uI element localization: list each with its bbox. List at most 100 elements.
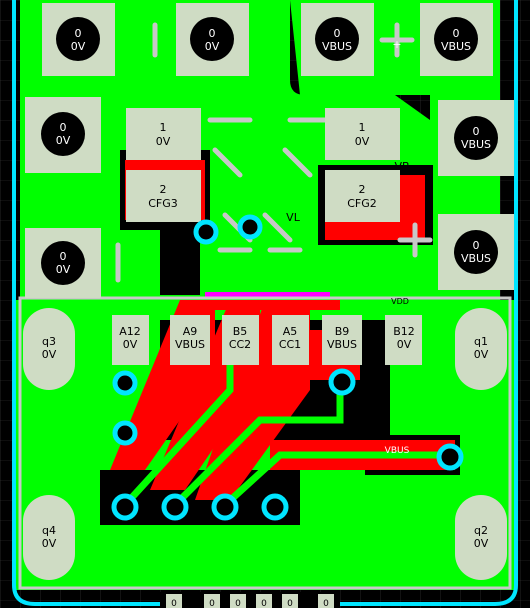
- silk-plus-minus: +: [392, 38, 401, 51]
- side-hole-left-lower[interactable]: 0 0V: [25, 228, 101, 298]
- pad-net: VBUS: [327, 338, 357, 351]
- pad-number: 1: [359, 121, 366, 134]
- silk-label-vb: VB: [394, 160, 409, 173]
- side-hole-left-upper[interactable]: 0 0V: [25, 97, 101, 173]
- shield-pad-q2[interactable]: q2 0V: [455, 495, 507, 580]
- side-hole-pads: 0 0V 0 VBUS 0 0V 0 VBUS: [25, 97, 514, 298]
- edge-pad[interactable]: 0: [282, 594, 298, 608]
- pad-number: B9: [335, 325, 350, 338]
- via[interactable]: [436, 443, 464, 471]
- pad-number: 0: [209, 27, 216, 40]
- pad-net: VBUS: [322, 40, 352, 53]
- top-pad-4[interactable]: 0 VBUS: [420, 3, 493, 76]
- pad-number: q2: [474, 524, 488, 537]
- edge-pad[interactable]: 0: [166, 594, 182, 608]
- via[interactable]: [211, 493, 239, 521]
- pad-number: q4: [42, 524, 56, 537]
- side-hole-right-upper[interactable]: 0 VBUS: [438, 100, 514, 176]
- pad-number: 0: [334, 27, 341, 40]
- silkscreen-marks: [115, 22, 433, 283]
- shield-pad-q1[interactable]: q1 0V: [455, 308, 507, 390]
- pad-number: A5: [283, 325, 298, 338]
- connector-pad-b9[interactable]: B9 VBUS: [322, 315, 362, 365]
- connector-outline: [18, 296, 512, 590]
- pad-net: VBUS: [175, 338, 205, 351]
- connector-pad-row: A12 0V A9 VBUS B5 CC2 A5 CC1 B9 VBUS B12…: [112, 315, 422, 365]
- via[interactable]: [161, 493, 189, 521]
- edge-pad[interactable]: 0: [230, 594, 246, 608]
- pad-net: 0V: [355, 135, 370, 148]
- pad-number: 0: [473, 125, 480, 138]
- via[interactable]: [261, 493, 289, 521]
- via[interactable]: [112, 420, 138, 446]
- pad-number: 1: [160, 121, 167, 134]
- connector-pad-b5[interactable]: B5 CC2: [222, 315, 259, 365]
- pad-net: CC1: [279, 338, 301, 351]
- side-hole-right-lower[interactable]: 0 VBUS: [438, 214, 514, 290]
- silk-label-vbus: VBUS: [385, 446, 410, 456]
- pad-number: q3: [42, 335, 56, 348]
- config-pad-cfg3[interactable]: 2 CFG3: [126, 170, 201, 222]
- via[interactable]: [237, 214, 263, 240]
- shield-pad-q3[interactable]: q3 0V: [23, 308, 75, 390]
- pad-net: 0V: [71, 40, 86, 53]
- silk-label-4: 4: [173, 264, 180, 277]
- via[interactable]: [328, 368, 356, 396]
- pad-number: B12: [393, 325, 415, 338]
- pad-net: 0V: [42, 348, 57, 361]
- edge-pad-number: 0: [323, 599, 329, 608]
- edge-pad-number: 0: [261, 599, 267, 608]
- pad-net: 0V: [56, 134, 71, 147]
- magenta-strip: [205, 292, 330, 298]
- via[interactable]: [193, 219, 219, 245]
- config-pad-1-right[interactable]: 1 0V: [325, 108, 400, 160]
- pad-number: 2: [160, 183, 167, 196]
- silk-labels: VB VL 4 VBUS VDD: [173, 160, 410, 456]
- connector-pad-a5[interactable]: A5 CC1: [272, 315, 309, 365]
- pad-net: CFG2: [347, 197, 377, 210]
- pad-net: VBUS: [461, 138, 491, 151]
- top-pad-row: 0 0V 0 0V 0 VBUS 0 VBUS: [42, 3, 493, 76]
- pad-number: 2: [359, 183, 366, 196]
- silk-label-vdd: VDD: [391, 297, 409, 306]
- pad-net: 0V: [474, 537, 489, 550]
- top-pad-3[interactable]: 0 VBUS: [301, 3, 374, 76]
- config-pad-cfg2[interactable]: 2 CFG2: [325, 170, 400, 222]
- pad-net: CC2: [229, 338, 251, 351]
- edge-pad[interactable]: 0: [318, 594, 334, 608]
- pad-number: B5: [233, 325, 248, 338]
- pad-number: q1: [474, 335, 488, 348]
- pad-number: 0: [75, 27, 82, 40]
- pad-net: 0V: [156, 135, 171, 148]
- via[interactable]: [112, 370, 138, 396]
- pad-number: A12: [119, 325, 141, 338]
- edge-pad-number: 0: [209, 599, 215, 608]
- pad-number: 0: [60, 250, 67, 263]
- bottom-edge-pads: 0 0 0 0 0 0: [160, 592, 340, 608]
- edge-pad-number: 0: [287, 599, 293, 608]
- pad-net: 0V: [56, 263, 71, 276]
- edge-pad-number: 0: [235, 599, 241, 608]
- edge-pad[interactable]: 0: [204, 594, 220, 608]
- edge-pad[interactable]: 0: [256, 594, 272, 608]
- shield-pad-q4[interactable]: q4 0V: [23, 495, 75, 580]
- pad-number: 0: [453, 27, 460, 40]
- connector-pad-a12[interactable]: A12 0V: [112, 315, 149, 365]
- pad-number: 0: [473, 239, 480, 252]
- pad-net: 0V: [474, 348, 489, 361]
- pad-net: 0V: [397, 338, 412, 351]
- pad-net: VBUS: [441, 40, 471, 53]
- pad-number: A9: [183, 325, 198, 338]
- pad-number: 0: [60, 121, 67, 134]
- pad-net: VBUS: [461, 252, 491, 265]
- top-pad-1[interactable]: 0 0V: [42, 3, 115, 76]
- config-pad-1-left[interactable]: 1 0V: [126, 108, 201, 160]
- pad-net: 0V: [205, 40, 220, 53]
- top-pad-2[interactable]: 0 0V: [176, 3, 249, 76]
- via[interactable]: [111, 493, 139, 521]
- connector-pad-a9[interactable]: A9 VBUS: [170, 315, 210, 365]
- silk-plus: +: [392, 38, 401, 51]
- connector-pad-b12[interactable]: B12 0V: [385, 315, 422, 365]
- shield-pads: q3 0V q1 0V q4 0V q2 0V: [23, 308, 507, 580]
